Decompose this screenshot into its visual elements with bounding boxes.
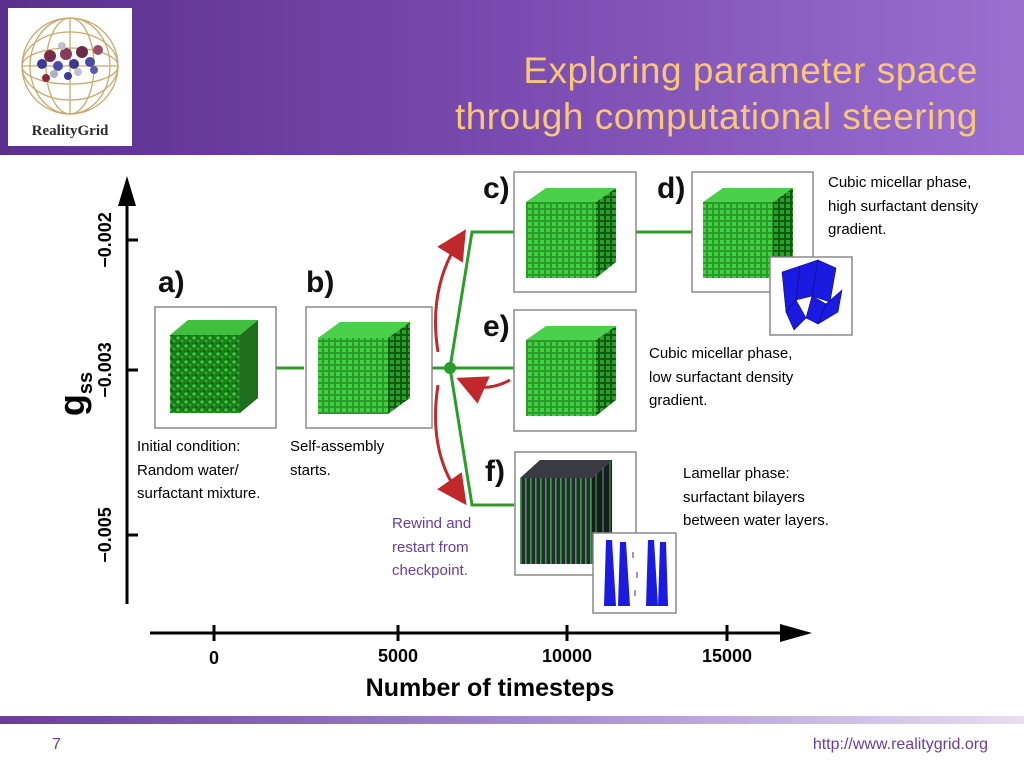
x-tick-label: 5000 bbox=[377, 646, 419, 666]
branch-to-c bbox=[448, 230, 514, 369]
panel-e-caption: Cubic micellar phase, low surfactant den… bbox=[649, 345, 794, 409]
footer-url[interactable]: http://www.realitygrid.org bbox=[812, 736, 988, 753]
y-tick-label: −0.005 bbox=[95, 507, 115, 563]
y-tick-label: −0.002 bbox=[95, 212, 115, 268]
panel-e-image bbox=[513, 309, 637, 432]
rewind-caption: Rewind and restart from checkpoint. bbox=[392, 515, 472, 579]
logo-text: RealityGrid bbox=[31, 123, 109, 139]
x-tick-label: 10000 bbox=[541, 646, 593, 666]
panel-f-caption: Lamellar phase: surfactant bilayers betw… bbox=[683, 465, 829, 529]
slide-title-line-2: through computational steering bbox=[454, 96, 978, 137]
panel-c-label: c) bbox=[483, 172, 510, 205]
footer-bar bbox=[0, 716, 1024, 724]
branch-lines bbox=[276, 230, 692, 507]
arrow-back-icon bbox=[456, 376, 511, 404]
panel-e-label: e) bbox=[483, 310, 510, 343]
panel-b-label: b) bbox=[306, 266, 335, 299]
x-tick-label: 15000 bbox=[701, 646, 753, 666]
x-axis-label: Number of timesteps bbox=[365, 674, 615, 702]
globe-icon bbox=[21, 17, 119, 115]
branch-node bbox=[444, 362, 456, 374]
x-axis bbox=[150, 624, 812, 642]
y-axis bbox=[118, 176, 138, 604]
panel-f-inset bbox=[592, 532, 677, 614]
page-number: 7 bbox=[52, 736, 61, 753]
panel-a-image bbox=[154, 306, 277, 429]
rewind-arrows bbox=[434, 229, 511, 506]
arrow-up-icon bbox=[434, 229, 466, 353]
panel-a-label: a) bbox=[158, 266, 185, 299]
slide-title-line-1: Exploring parameter space bbox=[523, 50, 978, 91]
panel-d-label: d) bbox=[657, 172, 686, 205]
panel-c-image bbox=[513, 171, 637, 293]
x-tick-label: 0 bbox=[208, 648, 219, 668]
panel-a-caption: Initial condition: Random water/ surfact… bbox=[137, 438, 261, 502]
arrow-down-icon bbox=[434, 384, 467, 506]
panel-b-caption: Self-assembly starts. bbox=[290, 438, 385, 479]
branch-to-f bbox=[448, 367, 514, 507]
panel-d-inset bbox=[769, 256, 853, 336]
panel-b-image bbox=[305, 306, 433, 429]
y-axis-label: gss bbox=[51, 371, 98, 417]
slide-title: Exploring parameter space through comput… bbox=[455, 48, 978, 140]
panel-d-caption: Cubic micellar phase, high surfactant de… bbox=[828, 174, 979, 238]
panel-f-label: f) bbox=[485, 455, 505, 488]
slide-header: RealityGrid Exploring parameter space th… bbox=[0, 0, 1024, 155]
realitygrid-logo: RealityGrid bbox=[8, 8, 132, 146]
